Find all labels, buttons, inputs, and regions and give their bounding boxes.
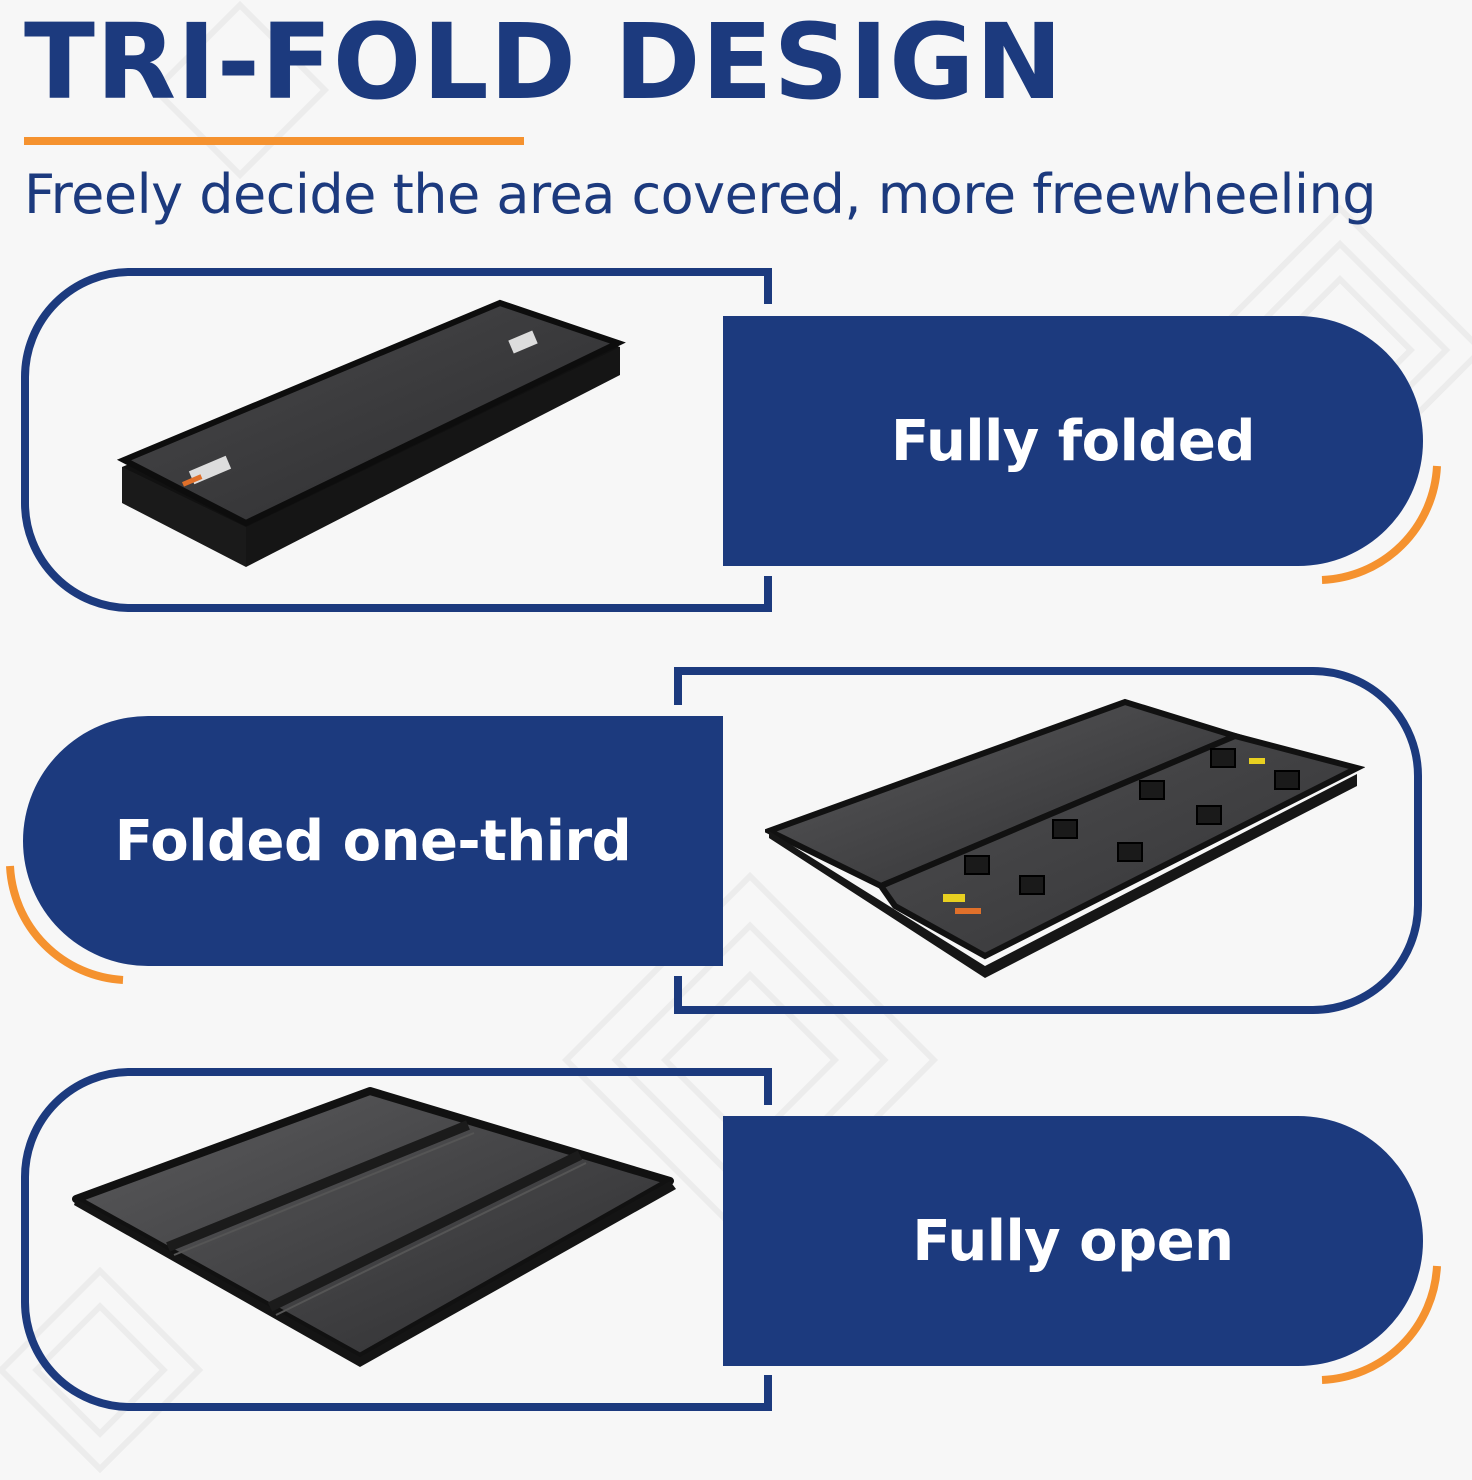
image-fully-folded — [116, 299, 626, 567]
frame-fully-folded — [21, 268, 772, 612]
frame-fully-open — [21, 1068, 772, 1411]
page-subtitle: Freely decide the area covered, more fre… — [24, 163, 1377, 226]
title-underline — [24, 137, 524, 145]
label-fully-folded: Fully folded — [723, 316, 1423, 566]
label-fully-open-text: Fully open — [912, 1208, 1234, 1274]
label-folded-one-third-text: Folded one-third — [114, 808, 632, 874]
orange-arc-1 — [1321, 465, 1441, 584]
page-title: TRI-FOLD DESIGN — [24, 1, 1064, 123]
label-folded-one-third: Folded one-third — [23, 716, 723, 966]
orange-arc-3 — [1321, 1265, 1441, 1384]
label-fully-open: Fully open — [723, 1116, 1423, 1366]
frame-folded-one-third — [674, 667, 1422, 1014]
image-folded-one-third — [765, 698, 1365, 978]
image-fully-open — [72, 1087, 676, 1367]
label-fully-folded-text: Fully folded — [891, 408, 1255, 474]
orange-arc-2 — [6, 865, 124, 984]
